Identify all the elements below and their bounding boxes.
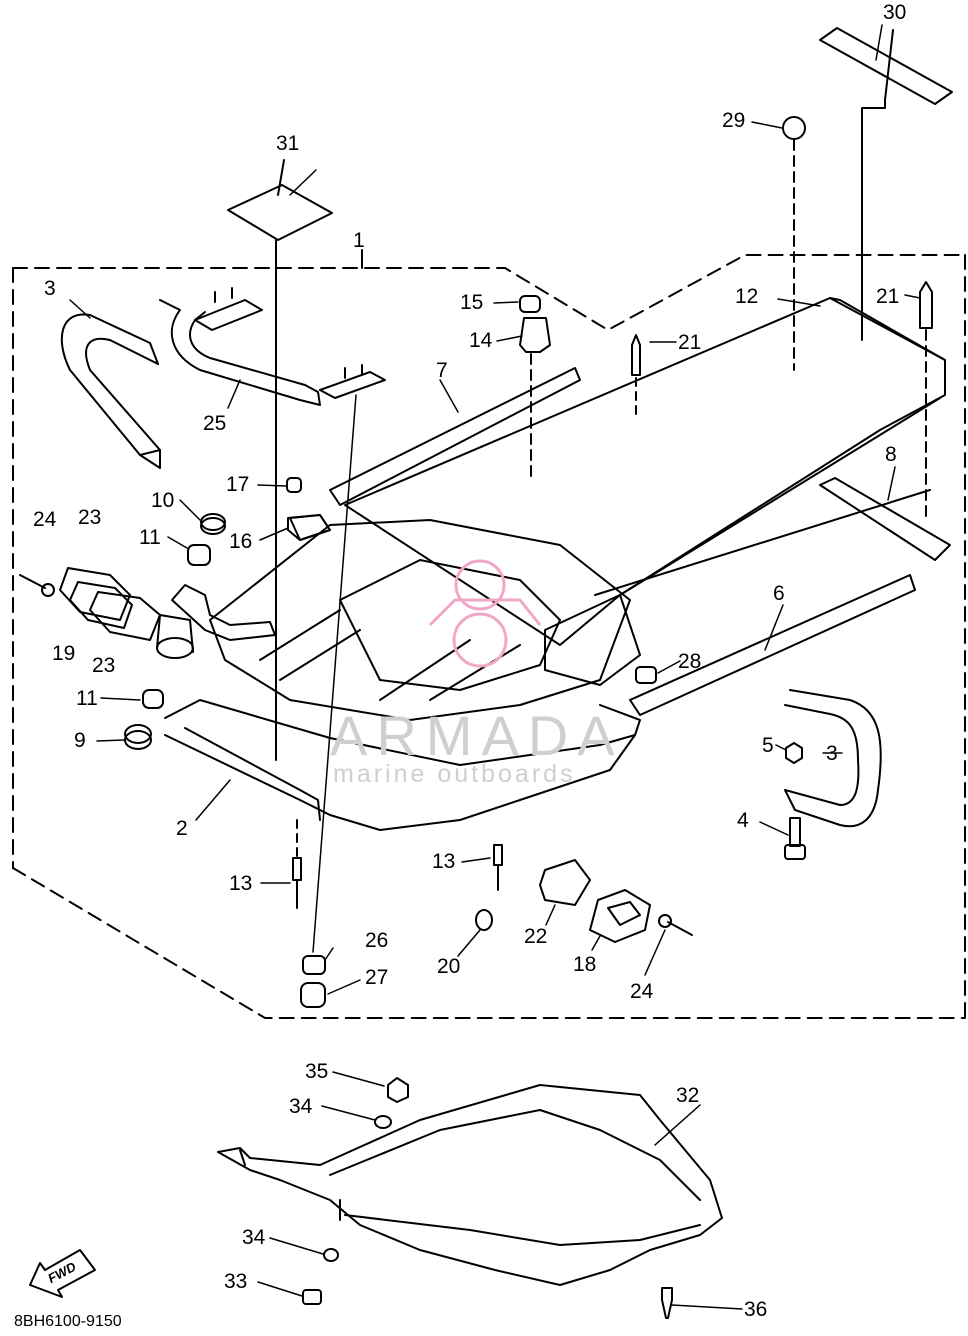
label-24b: 24 <box>630 980 654 1003</box>
fwd-arrow-icon <box>29 1249 96 1298</box>
label-11b: 11 <box>76 687 98 710</box>
part-10-bushing <box>200 513 226 535</box>
label-3a: 3 <box>44 277 56 300</box>
label-3b: 3 <box>826 742 838 765</box>
label-12: 12 <box>735 285 759 308</box>
label-21a: 21 <box>678 331 702 354</box>
part-34-washer-bottom <box>323 1248 339 1262</box>
label-10: 10 <box>151 489 175 512</box>
part-17-cap <box>286 477 302 493</box>
label-18: 18 <box>573 953 597 976</box>
part-32-skid-plate <box>217 1084 723 1286</box>
label-34a: 34 <box>289 1095 313 1118</box>
label-28: 28 <box>678 650 702 673</box>
watermark-brand: ARMADA <box>330 704 624 767</box>
engine-mount-arm <box>156 584 276 659</box>
label-26: 26 <box>365 929 389 952</box>
part-33-bolt <box>302 1289 322 1305</box>
label-23a: 23 <box>78 506 102 529</box>
part-28-cap <box>635 666 657 684</box>
part-9-bushing <box>124 724 152 750</box>
label-21b: 21 <box>876 285 900 308</box>
label-31: 31 <box>276 132 300 155</box>
part-13-stud-right <box>493 844 503 891</box>
label-8: 8 <box>885 443 897 466</box>
part-24-screw-left <box>19 574 55 597</box>
part-20-washer <box>475 909 493 931</box>
part-21-pin-b <box>919 281 933 521</box>
diagram-code: 8BH6100-9150 <box>14 1313 122 1330</box>
part-18-gasket <box>589 889 651 943</box>
part-3-left-guard <box>60 313 161 469</box>
label-6: 6 <box>773 582 785 605</box>
part-25-foot-rail <box>159 287 386 406</box>
part-23-gasket <box>59 567 161 641</box>
label-29: 29 <box>722 109 746 132</box>
label-13a: 13 <box>229 872 253 895</box>
label-35: 35 <box>305 1060 329 1083</box>
part-15-cap <box>519 295 541 313</box>
label-34b: 34 <box>242 1226 266 1249</box>
label-36: 36 <box>744 1298 768 1321</box>
label-17: 17 <box>226 473 250 496</box>
part-5-nut <box>785 742 803 764</box>
part-4-bolt <box>759 817 806 860</box>
label-1: 1 <box>353 229 365 252</box>
label-4: 4 <box>737 809 749 832</box>
assembly-boundary <box>12 254 966 1019</box>
label-9: 9 <box>74 729 86 752</box>
label-16: 16 <box>229 530 253 553</box>
label-15: 15 <box>460 291 484 314</box>
label-23b: 23 <box>92 654 116 677</box>
label-30: 30 <box>883 1 907 24</box>
label-5: 5 <box>762 734 774 757</box>
label-7: 7 <box>436 359 448 382</box>
label-13b: 13 <box>432 850 456 873</box>
label-20: 20 <box>437 955 461 978</box>
main-frame <box>164 297 951 831</box>
part-3-right-guard <box>784 689 882 828</box>
part-26-bushing <box>302 955 326 975</box>
label-19: 19 <box>52 642 76 665</box>
label-33: 33 <box>224 1270 248 1293</box>
label-24a: 24 <box>33 508 57 531</box>
label-11a: 11 <box>139 526 161 549</box>
part-14-clip <box>519 317 551 481</box>
part-19-gasket <box>69 581 133 629</box>
part-21-pin-a <box>631 334 641 421</box>
part-34-washer-top <box>374 1115 392 1129</box>
part-24-screw-right <box>658 914 693 936</box>
label-22: 22 <box>524 925 548 948</box>
part-27-bushing <box>300 982 326 1008</box>
label-27: 27 <box>365 966 389 989</box>
part-11-bushing-top <box>187 544 211 566</box>
label-14: 14 <box>469 329 493 352</box>
part-36-screw <box>661 1287 673 1319</box>
part-13-stud-left <box>292 819 302 909</box>
watermark-tagline: marine outboards <box>333 760 576 788</box>
part-35-nut <box>387 1077 409 1103</box>
part-30-strip <box>819 27 953 341</box>
part-31-pad <box>227 159 333 761</box>
label-25: 25 <box>203 412 227 435</box>
part-22-gasket <box>539 859 591 906</box>
leader-lines <box>69 24 921 1310</box>
part-11-bushing-bottom <box>142 689 164 709</box>
label-32: 32 <box>676 1084 700 1107</box>
label-2: 2 <box>176 817 188 840</box>
watermark-crest <box>428 559 542 668</box>
part-29-cap <box>751 116 806 371</box>
